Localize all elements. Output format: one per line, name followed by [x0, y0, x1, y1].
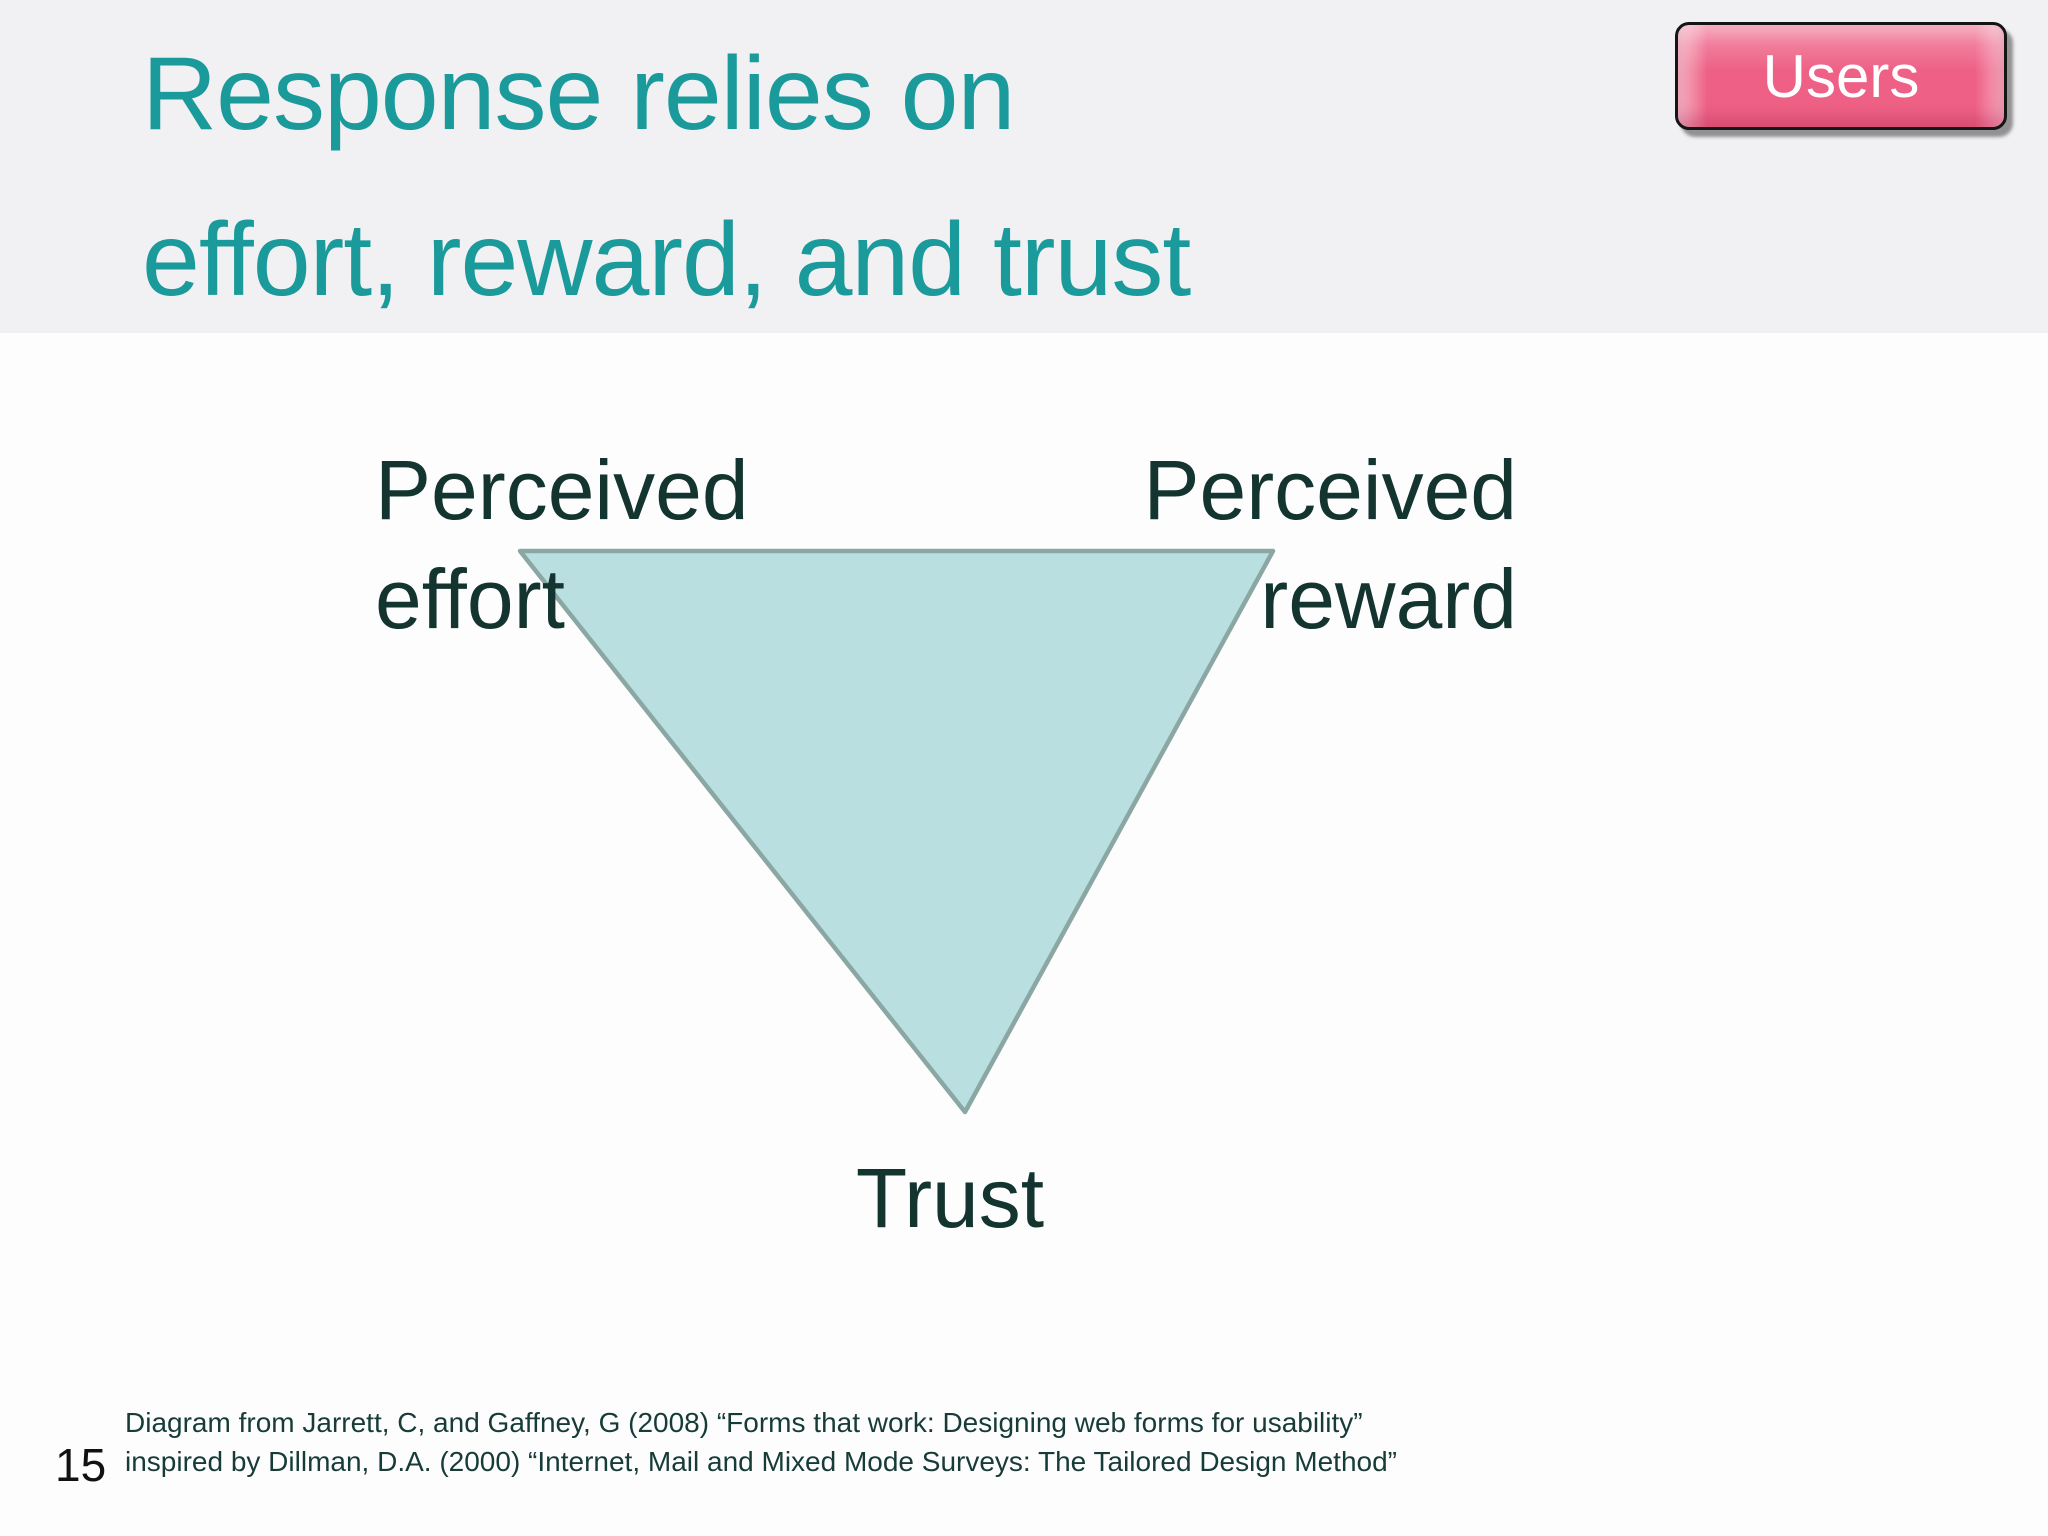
citation: Diagram from Jarrett, C, and Gaffney, G … — [125, 1403, 1397, 1481]
label-perceived-reward-line-2: reward — [1260, 552, 1517, 647]
citation-line-1: Diagram from Jarrett, C, and Gaffney, G … — [125, 1407, 1363, 1438]
users-button-label: Users — [1762, 42, 1920, 110]
label-perceived-effort-line-1: Perceived — [375, 443, 749, 537]
label-perceived-effort-line-2: effort — [375, 552, 565, 647]
title-line-1: Response relies on — [142, 36, 1015, 152]
citation-line-2: inspired by Dillman, D.A. (2000) “Intern… — [125, 1446, 1397, 1478]
label-perceived-reward: Perceived reward — [1143, 436, 1517, 654]
label-perceived-effort: Perceived effort — [375, 436, 749, 654]
label-perceived-reward-line-1: Perceived — [1143, 443, 1517, 537]
page-title: Response relies on effort, reward, and t… — [142, 11, 1191, 344]
page-number: 15 — [55, 1439, 107, 1491]
users-button[interactable]: Users — [1675, 22, 2007, 130]
label-trust: Trust — [855, 1151, 1045, 1245]
title-line-2: effort, reward, and trust — [142, 202, 1191, 319]
